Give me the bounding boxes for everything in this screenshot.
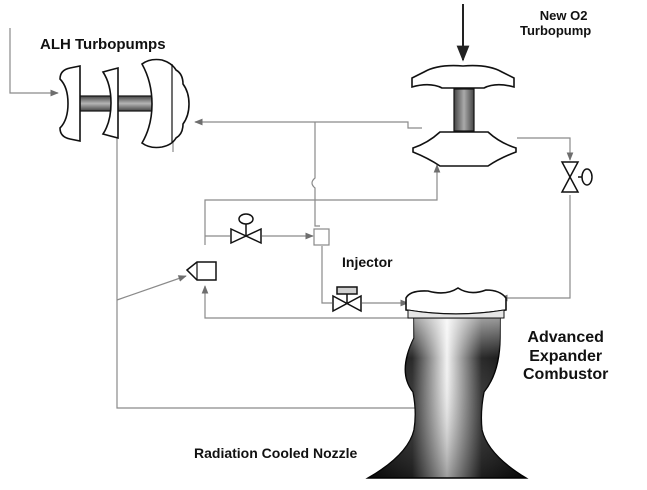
combustor-nozzle bbox=[365, 287, 529, 479]
alh-to-nozzle-line bbox=[116, 125, 423, 412]
upper-control-valve bbox=[230, 213, 262, 245]
o2-turbopump-label-line2: Turbopump bbox=[520, 22, 592, 38]
alh-turbopumps-label: ALH Turbopumps bbox=[40, 36, 166, 53]
combustor-label-line2: Expander bbox=[529, 347, 603, 365]
alh-to-mixer-line bbox=[116, 275, 187, 301]
alh-turbopumps bbox=[59, 58, 190, 149]
combustor-label-line1: Advanced bbox=[527, 329, 604, 346]
mixer bbox=[185, 261, 217, 281]
nozzle-label: Radiation Cooled Nozzle bbox=[194, 445, 358, 461]
manifold-to-o2-turbine-line bbox=[204, 164, 441, 245]
injector-box bbox=[313, 228, 330, 246]
o2-turbopump-label-line1: New O2 bbox=[539, 8, 588, 23]
injector-to-lower-valve-line bbox=[321, 246, 332, 304]
o2-turbopump-label: New O2 Turbopump bbox=[520, 8, 592, 38]
o2-turbopump bbox=[411, 64, 517, 167]
alh-inlet-line bbox=[9, 28, 59, 97]
o2-turbine-to-alh-line bbox=[194, 118, 422, 129]
o2-discharge-valve bbox=[560, 161, 593, 193]
alh-to-manifold-line bbox=[311, 122, 320, 227]
combustor-label: Advanced Expander Combustor bbox=[523, 329, 608, 385]
injector-label: Injector bbox=[342, 254, 393, 270]
o2-discharge-line bbox=[517, 137, 574, 161]
combustor-to-mixer-line bbox=[201, 285, 414, 319]
combustor-label-line3: Combustor bbox=[523, 366, 609, 384]
o2-valve-to-combustor-line bbox=[499, 195, 571, 302]
lower-control-valve bbox=[332, 286, 362, 313]
